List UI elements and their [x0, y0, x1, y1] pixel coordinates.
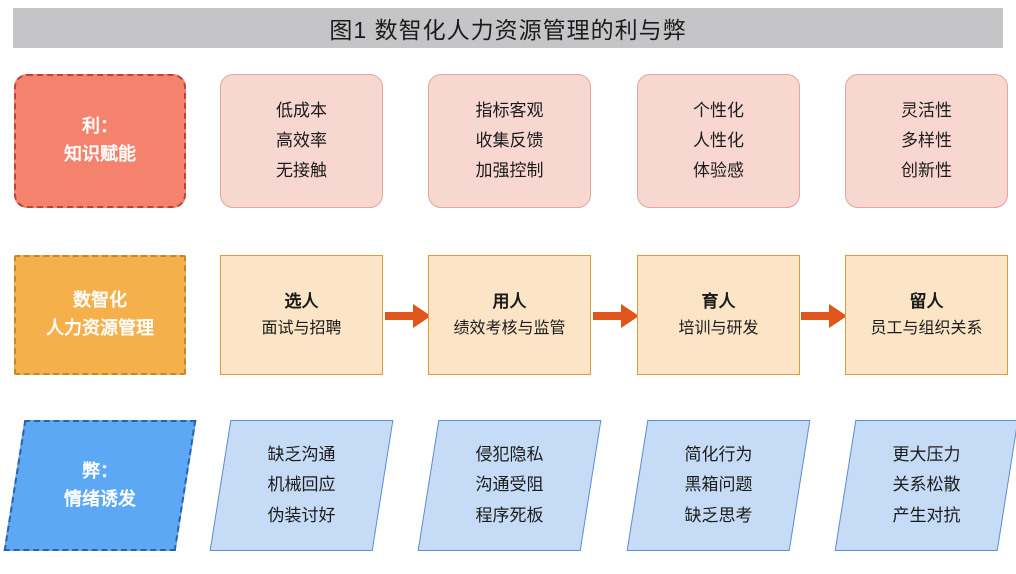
cons-card-1-line2: 机械回应 [267, 475, 336, 495]
cons-card-3-line1: 简化行为 [684, 445, 753, 465]
arrow-right-icon-3 [801, 304, 847, 328]
pros-card-3-line2: 人性化 [693, 130, 744, 150]
pros-card-4-line3: 创新性 [901, 161, 952, 181]
arrow-right-icon-1 [385, 304, 431, 328]
cons-card-2-line3: 程序死板 [475, 505, 544, 525]
core-card-develop-subtitle: 培训与研发 [678, 319, 759, 337]
cons-card-3[interactable]: 简化行为 黑箱问题 缺乏思考 [626, 420, 811, 551]
pros-card-1[interactable]: 低成本 高效率 无接触 [220, 74, 383, 208]
row-label-pros-line2: 知识赋能 [64, 144, 136, 164]
pros-card-1-line3: 无接触 [276, 161, 327, 181]
cons-card-2-text: 侵犯隐私 沟通受阻 程序死板 [428, 420, 591, 551]
row-label-cons: 弊： 情绪诱发 [3, 420, 197, 551]
core-card-retain-title: 留人 [909, 291, 944, 311]
cons-card-1[interactable]: 缺乏沟通 机械回应 伪装讨好 [209, 420, 394, 551]
pros-card-4-line2: 多样性 [901, 130, 952, 150]
row-label-cons-line1: 弊： [82, 460, 118, 481]
core-card-use-subtitle: 绩效考核与监管 [453, 319, 566, 337]
cons-card-3-line3: 缺乏思考 [684, 505, 753, 525]
core-card-retain-subtitle: 员工与组织关系 [870, 319, 983, 337]
core-card-retain[interactable]: 留人 员工与组织关系 [845, 255, 1008, 375]
figure-title-bar: 图1 数智化人力资源管理的利与弊 [13, 8, 1003, 48]
row-label-core: 数智化 人力资源管理 [14, 255, 186, 375]
cons-card-4-line2: 关系松散 [892, 475, 961, 495]
pros-card-1-line1: 低成本 [276, 100, 327, 120]
row-label-core-line2: 人力资源管理 [46, 318, 154, 338]
row-label-cons-line2: 情绪诱发 [64, 488, 136, 509]
row-core-process: 数智化 人力资源管理 选人 面试与招聘 用人 绩效考核与监管 育人 培训与研发 [0, 255, 1016, 375]
cons-card-3-text: 简化行为 黑箱问题 缺乏思考 [637, 420, 800, 551]
cons-card-1-text: 缺乏沟通 机械回应 伪装讨好 [220, 420, 383, 551]
pros-card-2[interactable]: 指标客观 收集反馈 加强控制 [428, 74, 591, 208]
arrow-right-icon-2 [593, 304, 639, 328]
pros-card-1-line2: 高效率 [276, 130, 327, 150]
row-pros: 利： 知识赋能 低成本 高效率 无接触 指标客观 收集反馈 加强控制 个性化 人… [0, 74, 1016, 208]
pros-card-3[interactable]: 个性化 人性化 体验感 [637, 74, 800, 208]
core-card-select-title: 选人 [284, 291, 319, 311]
cons-card-3-line2: 黑箱问题 [684, 475, 753, 495]
row-label-pros-line1: 利： [82, 116, 118, 137]
row-label-core-line1: 数智化 [73, 290, 127, 311]
pros-card-3-line1: 个性化 [693, 100, 744, 120]
core-card-develop-title: 育人 [701, 291, 736, 311]
core-card-develop[interactable]: 育人 培训与研发 [637, 255, 800, 375]
pros-card-2-line1: 指标客观 [475, 100, 544, 120]
cons-card-1-line1: 缺乏沟通 [267, 445, 336, 465]
cons-card-1-line3: 伪装讨好 [267, 505, 336, 525]
row-label-cons-text: 弊： 情绪诱发 [14, 420, 186, 551]
cons-card-4[interactable]: 更大压力 关系松散 产生对抗 [834, 420, 1016, 551]
cons-card-4-line1: 更大压力 [892, 445, 961, 465]
row-cons: 弊： 情绪诱发 缺乏沟通 机械回应 伪装讨好 侵犯隐私 沟通受阻 程序死板 简化 [0, 420, 1016, 551]
core-card-use[interactable]: 用人 绩效考核与监管 [428, 255, 591, 375]
cons-card-2-line2: 沟通受阻 [475, 475, 544, 495]
pros-card-3-line3: 体验感 [693, 161, 744, 181]
figure-title: 图1 数智化人力资源管理的利与弊 [329, 17, 687, 43]
pros-card-4-line1: 灵活性 [901, 100, 952, 120]
pros-card-2-line3: 加强控制 [475, 161, 544, 181]
core-card-use-title: 用人 [492, 291, 527, 311]
row-label-pros: 利： 知识赋能 [14, 74, 186, 208]
core-card-select[interactable]: 选人 面试与招聘 [220, 255, 383, 375]
pros-card-4[interactable]: 灵活性 多样性 创新性 [845, 74, 1008, 208]
cons-card-4-text: 更大压力 关系松散 产生对抗 [845, 420, 1008, 551]
cons-card-2-line1: 侵犯隐私 [475, 445, 544, 465]
cons-card-4-line3: 产生对抗 [892, 505, 961, 525]
core-card-select-subtitle: 面试与招聘 [261, 319, 342, 337]
cons-card-2[interactable]: 侵犯隐私 沟通受阻 程序死板 [417, 420, 602, 551]
pros-card-2-line2: 收集反馈 [475, 130, 544, 150]
